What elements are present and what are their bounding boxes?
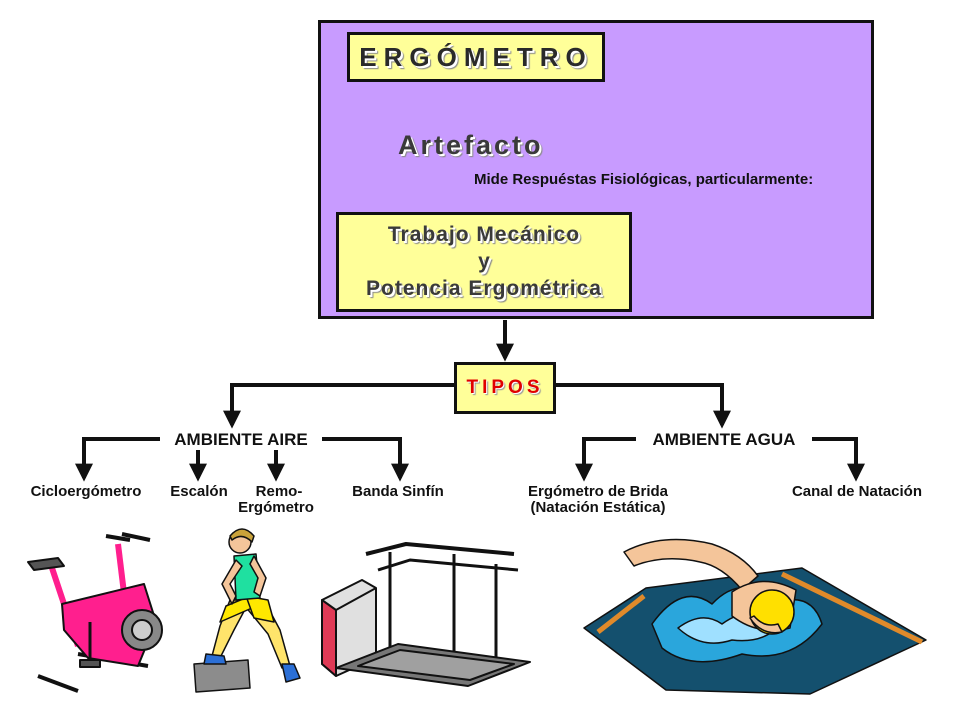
arrow-tipos-agua [556, 383, 731, 429]
tipos-box: TIPOS [454, 362, 556, 414]
brida-label-1: Ergómetro de Brida [527, 483, 669, 500]
remo-label-1: Remo- [255, 483, 303, 500]
arrow-aire-ciclo [75, 437, 160, 482]
ambiente-agua-heading: AMBIENTE AGUA [652, 430, 796, 449]
step-exercise-icon [193, 528, 301, 693]
mide-respuestas-text: Mide Respuéstas Fisiológicas, particular… [474, 171, 814, 188]
tipos-label: TIPOS [466, 377, 544, 398]
ambiente-aire-heading-bg: AMBIENTE AIRE [160, 430, 322, 450]
exercise-bike-icon [27, 532, 163, 693]
escalon-label: Escalón [170, 483, 228, 500]
ambiente-aire-heading: AMBIENTE AIRE [174, 430, 308, 449]
arrow-agua-canal [812, 437, 865, 482]
trabajo-line-2: y [478, 250, 490, 273]
ergometro-title: ERGÓMETRO [359, 41, 593, 72]
ambiente-agua-heading-bg: AMBIENTE AGUA [636, 430, 812, 450]
banda-sinfin-label: Banda Sinfín [352, 483, 444, 500]
arrow-tipos-aire [223, 383, 454, 429]
arrow-aire-banda [322, 437, 409, 482]
brida-label-2: (Natación Estática) [530, 499, 666, 516]
trabajo-box: Trabajo Mecánico y Potencia Ergométrica [336, 212, 632, 312]
canal-natacion-label: Canal de Natación [791, 483, 923, 500]
arrow-agua-brida [575, 437, 636, 482]
trabajo-line-1: Trabajo Mecánico [387, 223, 581, 246]
remo-label-2: Ergómetro [238, 499, 314, 516]
treadmill-icon [321, 542, 531, 687]
trabajo-line-3: Potencia Ergométrica [366, 277, 602, 300]
cicloergometro-label: Cicloergómetro [30, 483, 142, 500]
ergometro-title-box: ERGÓMETRO [347, 32, 605, 82]
artefacto-label: Artefacto [398, 130, 544, 160]
swimmer-icon [583, 538, 927, 695]
